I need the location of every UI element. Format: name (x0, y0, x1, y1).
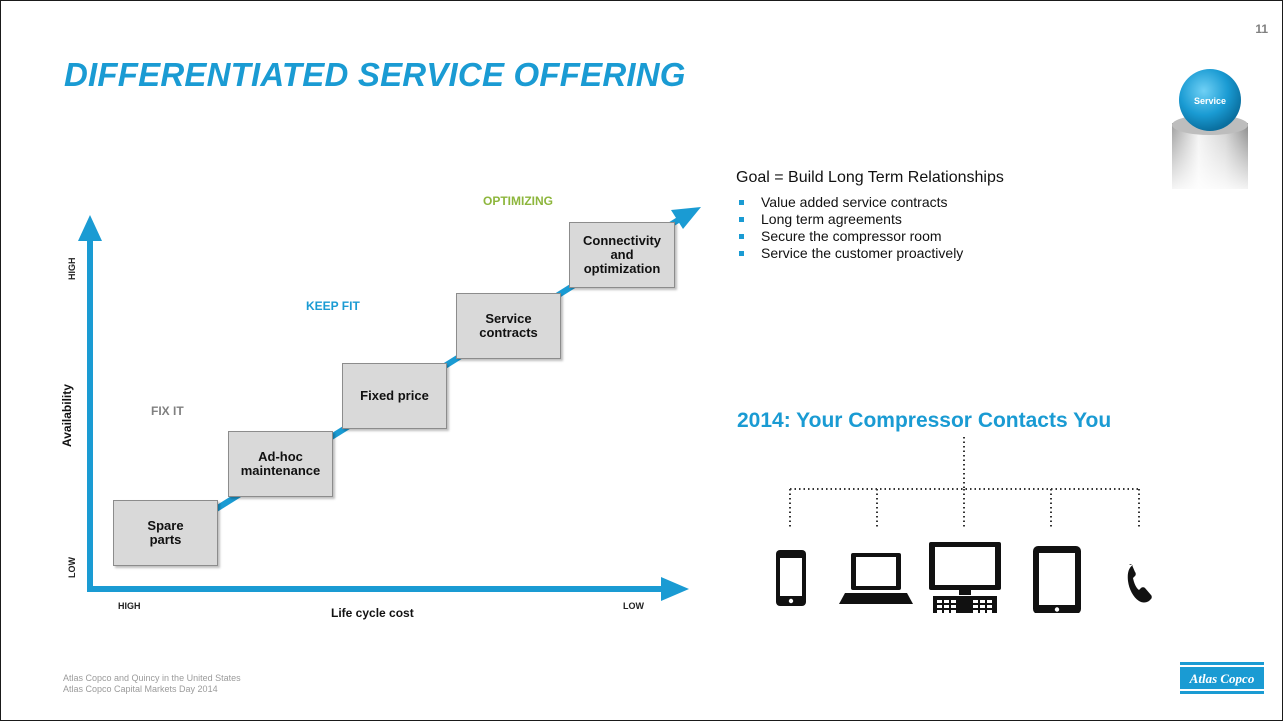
atlas-copco-logo: Atlas Copco (1180, 662, 1264, 694)
x-axis-high-label: HIGH (118, 601, 141, 611)
y-axis-arrowhead (78, 215, 102, 241)
telephone-handset-icon (1127, 564, 1152, 603)
footer-line-1: Atlas Copco and Quincy in the United Sta… (63, 673, 241, 683)
page-number: 11 (1255, 22, 1268, 36)
step-connectivity-optimization: Connectivity and optimization (569, 222, 675, 288)
x-axis-title: Life cycle cost (331, 606, 414, 620)
step-spare-parts-label: Spare parts (147, 518, 184, 547)
step-spare-parts: Spare parts (113, 500, 218, 566)
goal-title: Goal = Build Long Term Relationships (736, 169, 1004, 186)
y-axis-low-label: LOW (67, 557, 77, 578)
x-axis-low-label: LOW (623, 601, 644, 611)
device-connection-diagram (776, 437, 1152, 613)
desktop-computer-icon (929, 542, 1001, 613)
service-badge-label: Service (1194, 96, 1226, 106)
slide-title: DIFFERENTIATED SERVICE OFFERING (64, 56, 686, 93)
step-fixed-price: Fixed price (342, 363, 447, 429)
service-badge: Service (1172, 69, 1248, 189)
compressor-headline: 2014: Your Compressor Contacts You (737, 409, 1112, 432)
step-service-contracts: Service contracts (456, 293, 561, 359)
step-ad-hoc-maintenance-label: Ad-hoc maintenance (240, 449, 321, 478)
dotted-connectors (789, 437, 1140, 527)
stage-keep-fit: KEEP FIT (306, 299, 360, 313)
progression-arrowhead (671, 207, 701, 229)
goal-item: Secure the compressor room (738, 228, 963, 245)
step-service-contracts-label: Service contracts (479, 311, 538, 340)
mobile-phone-icon (776, 550, 806, 606)
step-ad-hoc-maintenance: Ad-hoc maintenance (228, 431, 333, 497)
goal-item: Service the customer proactively (738, 245, 964, 261)
stage-fix-it: FIX IT (151, 404, 184, 418)
tablet-icon (1033, 546, 1081, 613)
service-sphere (1179, 69, 1241, 131)
goal-item: Long term agreements (738, 211, 963, 228)
goal-item: Value added service contracts (738, 194, 963, 211)
step-connectivity-optimization-label: Connectivity and optimization (582, 233, 661, 276)
goal-list: Value added service contracts Long term … (738, 194, 964, 262)
stage-optimizing: OPTIMIZING (483, 194, 553, 208)
step-fixed-price-label: Fixed price (360, 388, 429, 403)
logo-text: Atlas Copco (1189, 671, 1255, 686)
footer-line-2: Atlas Copco Capital Markets Day 2014 (63, 684, 218, 694)
x-axis-arrowhead (661, 577, 689, 601)
footer: Atlas Copco and Quincy in the United Sta… (63, 673, 241, 695)
y-axis-high-label: HIGH (67, 257, 77, 281)
y-axis-title: Availability (60, 384, 74, 447)
laptop-icon (839, 553, 913, 604)
